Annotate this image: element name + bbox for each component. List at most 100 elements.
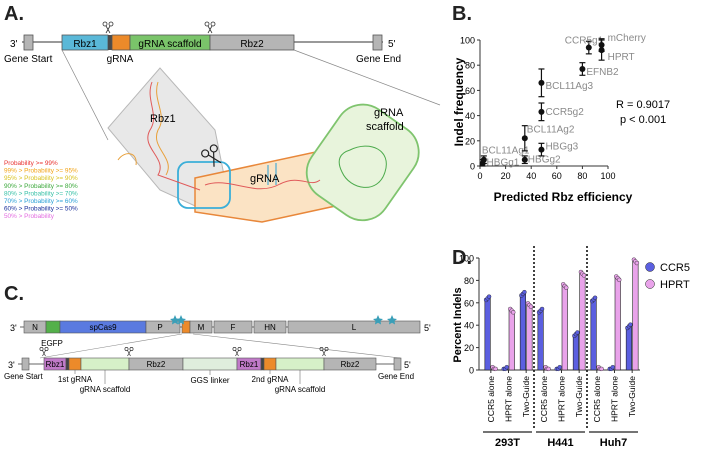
d-dot-hprt xyxy=(564,285,569,290)
genome-label: L xyxy=(352,323,357,332)
d-y-tick-label: 0 xyxy=(469,366,474,376)
panel-a: A. 3' 5' Gene Start Gene End Rbz1 gRNA g… xyxy=(4,3,441,223)
genome-block xyxy=(145,320,181,334)
b-x-tick-label: 60 xyxy=(552,171,562,181)
c-five-prime: 5' xyxy=(424,323,431,333)
insert-block xyxy=(260,357,265,371)
b-y-tick-label: 40 xyxy=(465,111,475,121)
d-legend-label: HPRT xyxy=(660,279,690,291)
zoom-line xyxy=(293,49,441,106)
struct-grna-label: gRNA xyxy=(250,173,280,185)
d-dot-ccr5 xyxy=(610,365,615,370)
d-dot-ccr5 xyxy=(557,365,562,370)
d-bar-hprt xyxy=(614,277,621,371)
b-data-point xyxy=(521,135,528,142)
probability-legend-item: 95% > Probability >= 90% xyxy=(4,175,78,182)
d-bar-ccr5 xyxy=(625,326,632,371)
b-point-label: HBGg1 xyxy=(487,157,520,168)
d-legend-marker xyxy=(645,262,655,272)
scissors-handle xyxy=(319,347,324,351)
b-y-tick-label: 80 xyxy=(465,61,475,71)
b-y-tick-label: 20 xyxy=(465,136,475,146)
b-point-label: mCherry xyxy=(608,33,646,44)
insert-block xyxy=(323,357,377,371)
b-data-point xyxy=(538,79,545,86)
b-data-point xyxy=(480,156,487,163)
grna-marker xyxy=(108,35,112,50)
scissors-icon xyxy=(124,347,134,357)
genome-label: N xyxy=(32,323,38,332)
insert-annotation: gRNA scaffold xyxy=(80,385,131,394)
d-y-tick-label: 60 xyxy=(464,298,474,308)
scissors-icon xyxy=(39,347,49,357)
d-bar-ccr5 xyxy=(590,299,597,371)
b-x-tick-label: 100 xyxy=(600,171,615,181)
d-condition-label: Two-Guide xyxy=(574,376,584,417)
grna-structure-region xyxy=(194,149,341,223)
scissors-blade xyxy=(322,350,326,357)
insert-block xyxy=(263,357,277,371)
zoom-line xyxy=(39,333,183,359)
insert-gene-end-box xyxy=(393,357,402,371)
insert-rbz1-label: Rbz1 xyxy=(46,360,65,369)
scissors-blade xyxy=(235,350,239,357)
d-y-tick-label: 100 xyxy=(459,254,474,264)
b-data-point xyxy=(598,47,605,54)
rbz2-block xyxy=(209,34,295,51)
egfp-label: EGFP xyxy=(41,339,63,348)
d-condition-label: Two-Guide xyxy=(521,376,531,417)
insert-block xyxy=(275,357,325,371)
d-y-tick-label: 20 xyxy=(464,343,474,353)
d-condition-label: HPRT alone xyxy=(504,376,514,422)
gene-start-label: Gene Start xyxy=(4,54,53,65)
zoom-line xyxy=(61,49,109,141)
panel-a-letter: A. xyxy=(4,3,24,25)
scissors-icon xyxy=(201,144,222,167)
scaffold-label: gRNA scaffold xyxy=(138,39,201,50)
panel-b: B. Indel frequency Predicted Rbz efficie… xyxy=(452,3,670,204)
scissors-blade xyxy=(42,350,46,357)
insert-annotation: 1st gRNA xyxy=(58,375,93,384)
d-bar-ccr5 xyxy=(572,333,579,371)
b-data-point xyxy=(521,156,528,163)
b-y-tick-label: 60 xyxy=(465,86,475,96)
d-dot-hprt xyxy=(546,366,551,372)
d-dot-hprt xyxy=(617,277,622,283)
insert-block xyxy=(80,357,130,371)
rbz1-cleavage-region xyxy=(177,161,231,209)
d-legend-marker xyxy=(645,279,655,289)
probability-legend-item: 99% > Probability >= 95% xyxy=(4,168,78,175)
d-bar-ccr5 xyxy=(484,298,491,371)
panel-b-letter: B. xyxy=(452,3,472,25)
d-dot-ccr5 xyxy=(486,294,492,299)
d-group-label: H441 xyxy=(547,437,573,449)
genome-block xyxy=(189,320,213,334)
gene-end-label: Gene End xyxy=(356,54,401,65)
b-point-label: BCL11Ag3 xyxy=(545,81,593,92)
genome-label: M xyxy=(198,323,205,332)
b-x-tick-label: 80 xyxy=(577,171,587,181)
insert-annotation: gRNA scaffold xyxy=(275,385,326,394)
d-bar-hprt xyxy=(579,273,586,371)
struct-scaffold-label-1: gRNA xyxy=(374,107,404,119)
scissors-handle xyxy=(44,347,49,351)
d-y-tick-label: 80 xyxy=(464,276,474,286)
probability-legend-item: 70% > Probability >= 60% xyxy=(4,198,78,205)
scissors-handle xyxy=(129,347,134,351)
insert-block xyxy=(68,357,82,371)
d-dot-hprt xyxy=(511,310,516,315)
genome-label: spCas9 xyxy=(89,323,117,332)
scissors-handle xyxy=(124,347,129,351)
scissors-handle xyxy=(39,347,44,351)
three-prime-label: 3' xyxy=(10,39,18,50)
d-bar-hprt xyxy=(561,285,568,371)
insert-rbz2-label: Rbz2 xyxy=(341,360,360,369)
d-condition-label: Two-Guide xyxy=(627,376,637,417)
b-point-label: BCL11Ag2 xyxy=(527,124,575,135)
b-x-tick-label: 0 xyxy=(477,171,482,181)
struct-rbz1-label: Rbz1 xyxy=(150,113,176,125)
